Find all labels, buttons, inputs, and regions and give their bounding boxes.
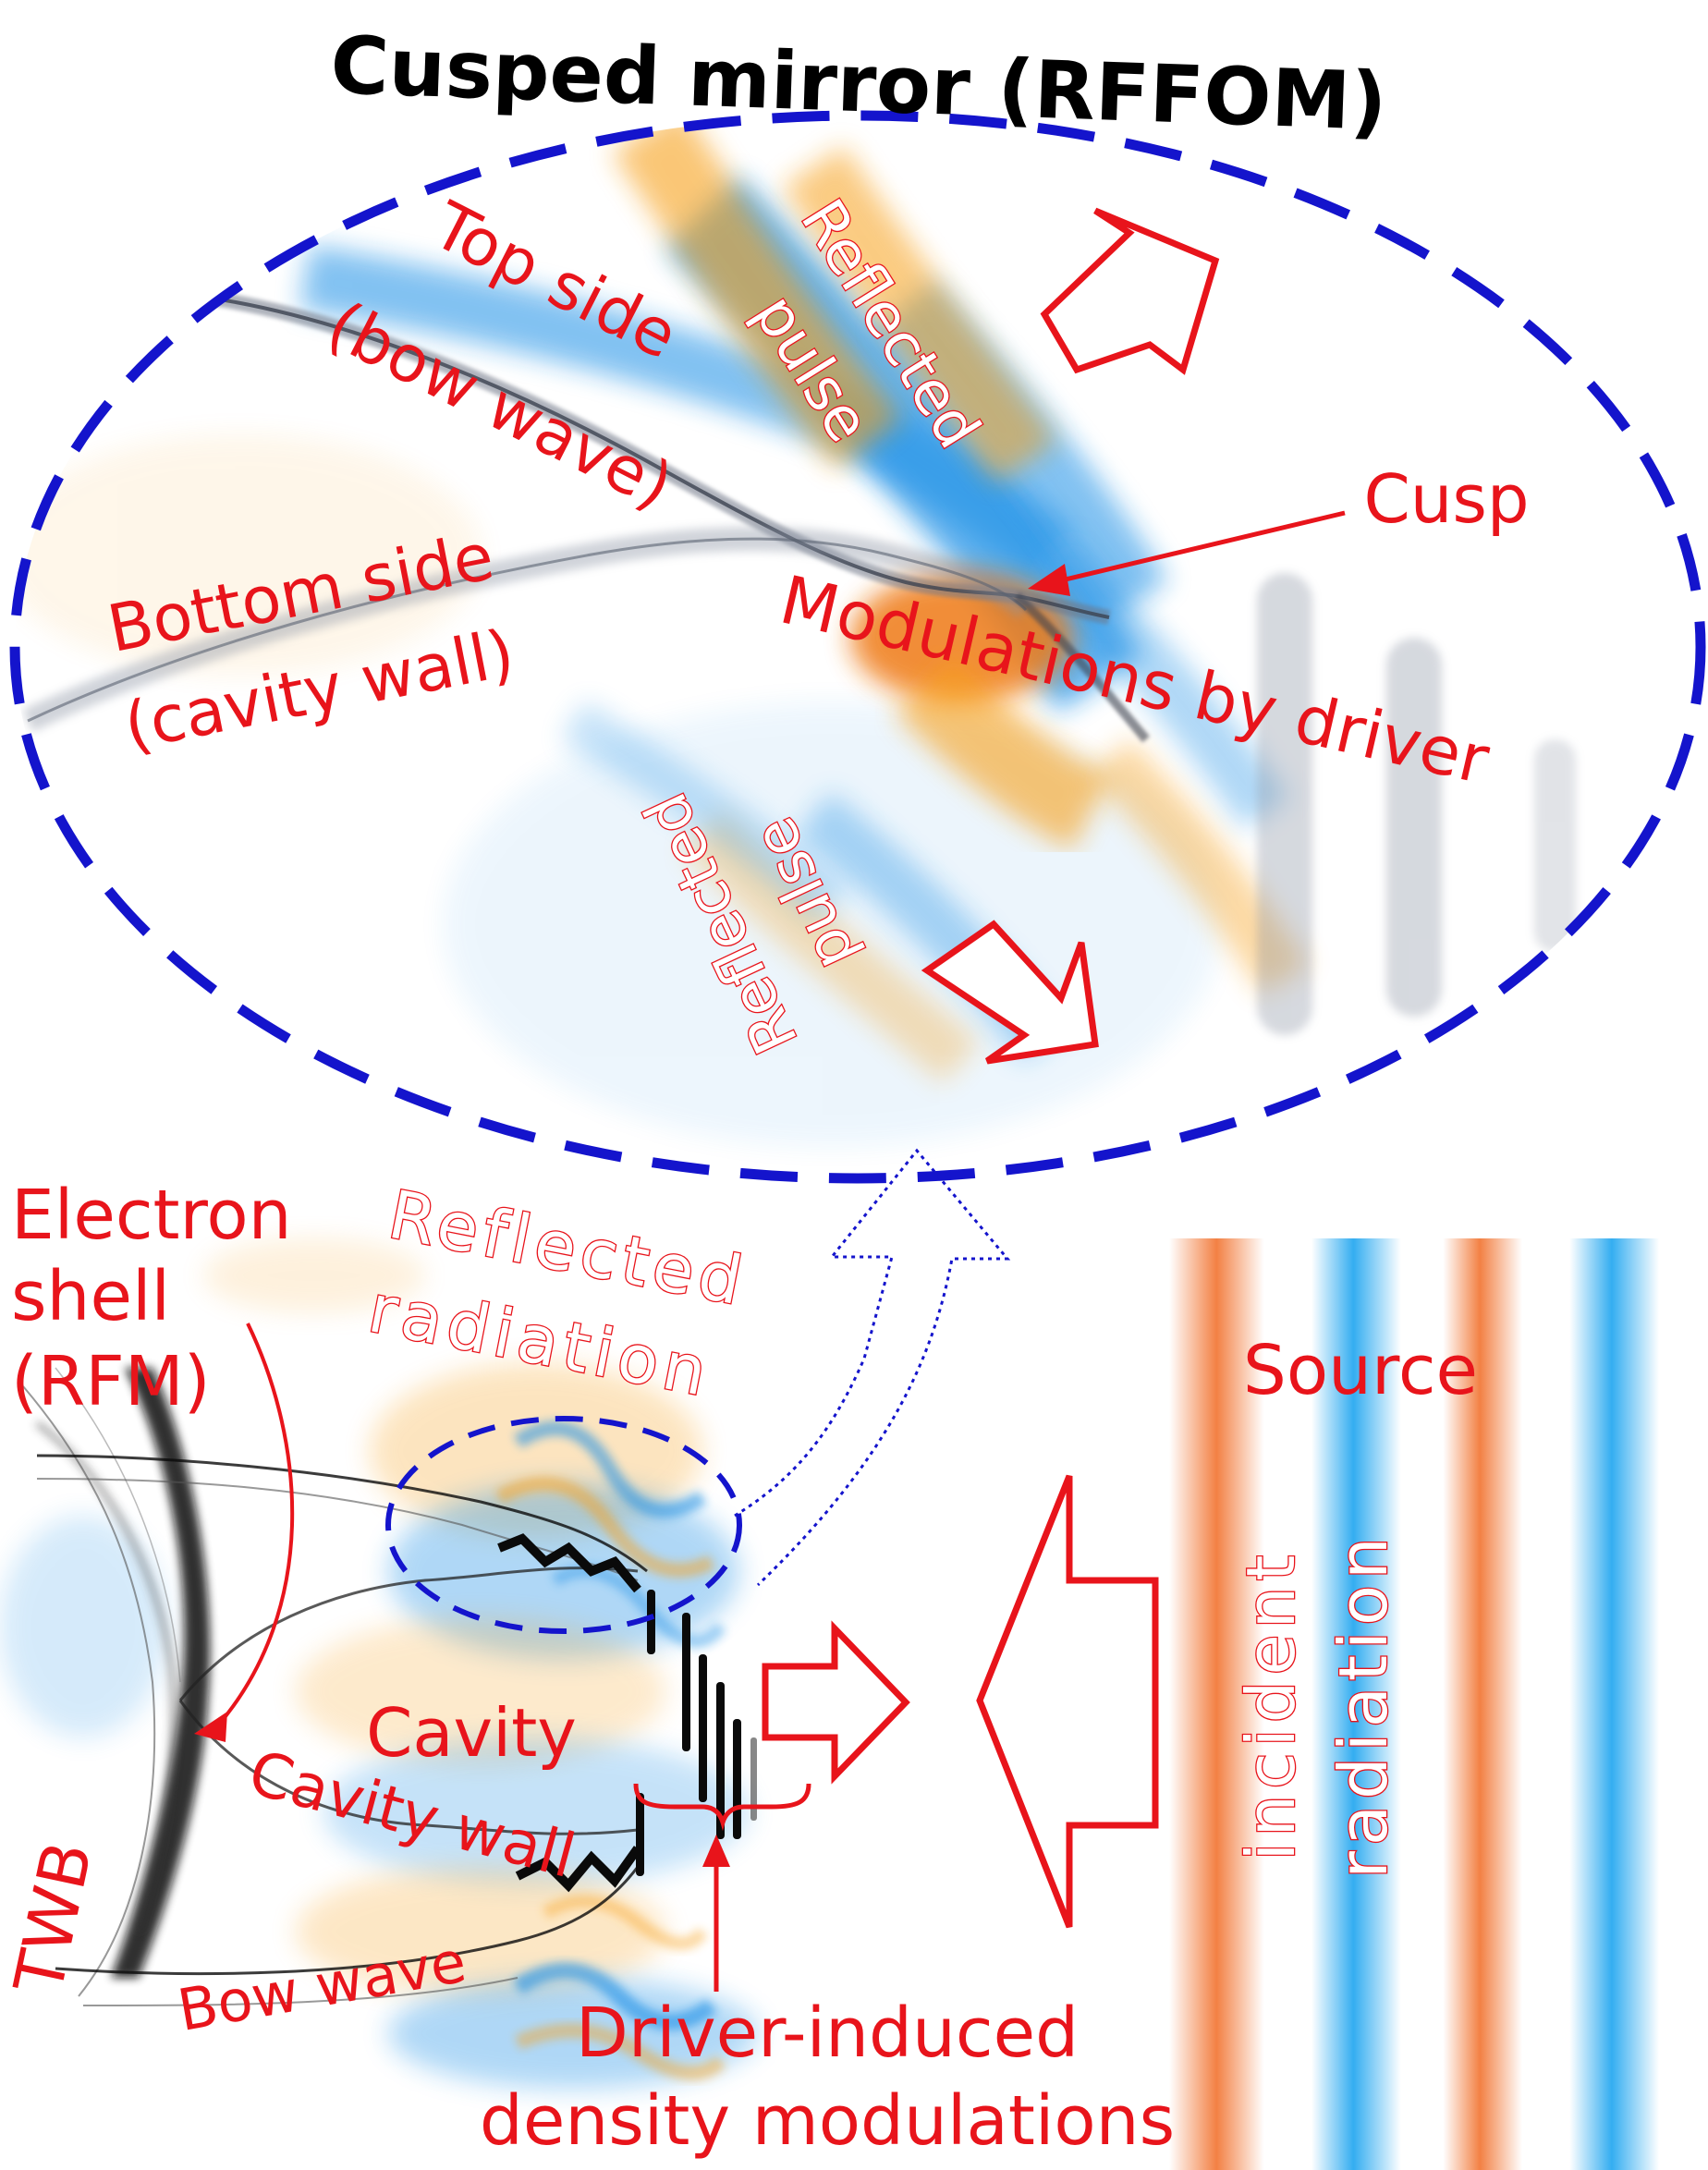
electron-shell-label-line3: (RFM) — [11, 1342, 211, 1421]
driver-pointer-head — [702, 1835, 730, 1867]
figure-title: Cusped mirror (RFFOM) — [329, 19, 1388, 149]
electron-shell-label-line1: Electron — [11, 1176, 292, 1255]
source-label: Source — [1243, 1331, 1478, 1410]
main-electron-structures — [22, 1367, 757, 2006]
electron-shell-pointer-head — [194, 1712, 227, 1742]
cusp-pointer-line — [1053, 510, 1346, 585]
driver-modulations-label-line2: density modulations — [480, 2081, 1175, 2161]
electron-shell-label-line2: shell — [11, 1257, 170, 1336]
modulations-bracket — [633, 1783, 811, 1832]
zoom-connector-arrow — [734, 1148, 1011, 1587]
zoom-region-ellipse — [385, 1416, 742, 1634]
driver-direction-arrow — [762, 1620, 910, 1785]
cusp-label: Cusp — [1363, 460, 1529, 538]
twb-label: TWB — [0, 1835, 107, 2001]
reflected-pulse-lower-arrow — [921, 920, 1099, 1065]
source-field-bands — [1169, 1238, 1696, 2170]
incident-label: incident — [1232, 1549, 1310, 1860]
cusp-pointer-arrowhead — [1028, 564, 1070, 596]
inset-boundary-ellipse — [9, 110, 1706, 1184]
incident-direction-arrow — [976, 1474, 1159, 1929]
cavity-label: Cavity — [366, 1694, 577, 1772]
reflected-pulse-upper-arrow — [1040, 207, 1220, 375]
inset-electron-sheet — [22, 290, 1150, 743]
radiation-label: radiation — [1324, 1531, 1402, 1878]
electron-shell-pointer — [215, 1323, 295, 1728]
driver-modulations-label-line1: Driver-induced — [576, 1993, 1079, 2073]
